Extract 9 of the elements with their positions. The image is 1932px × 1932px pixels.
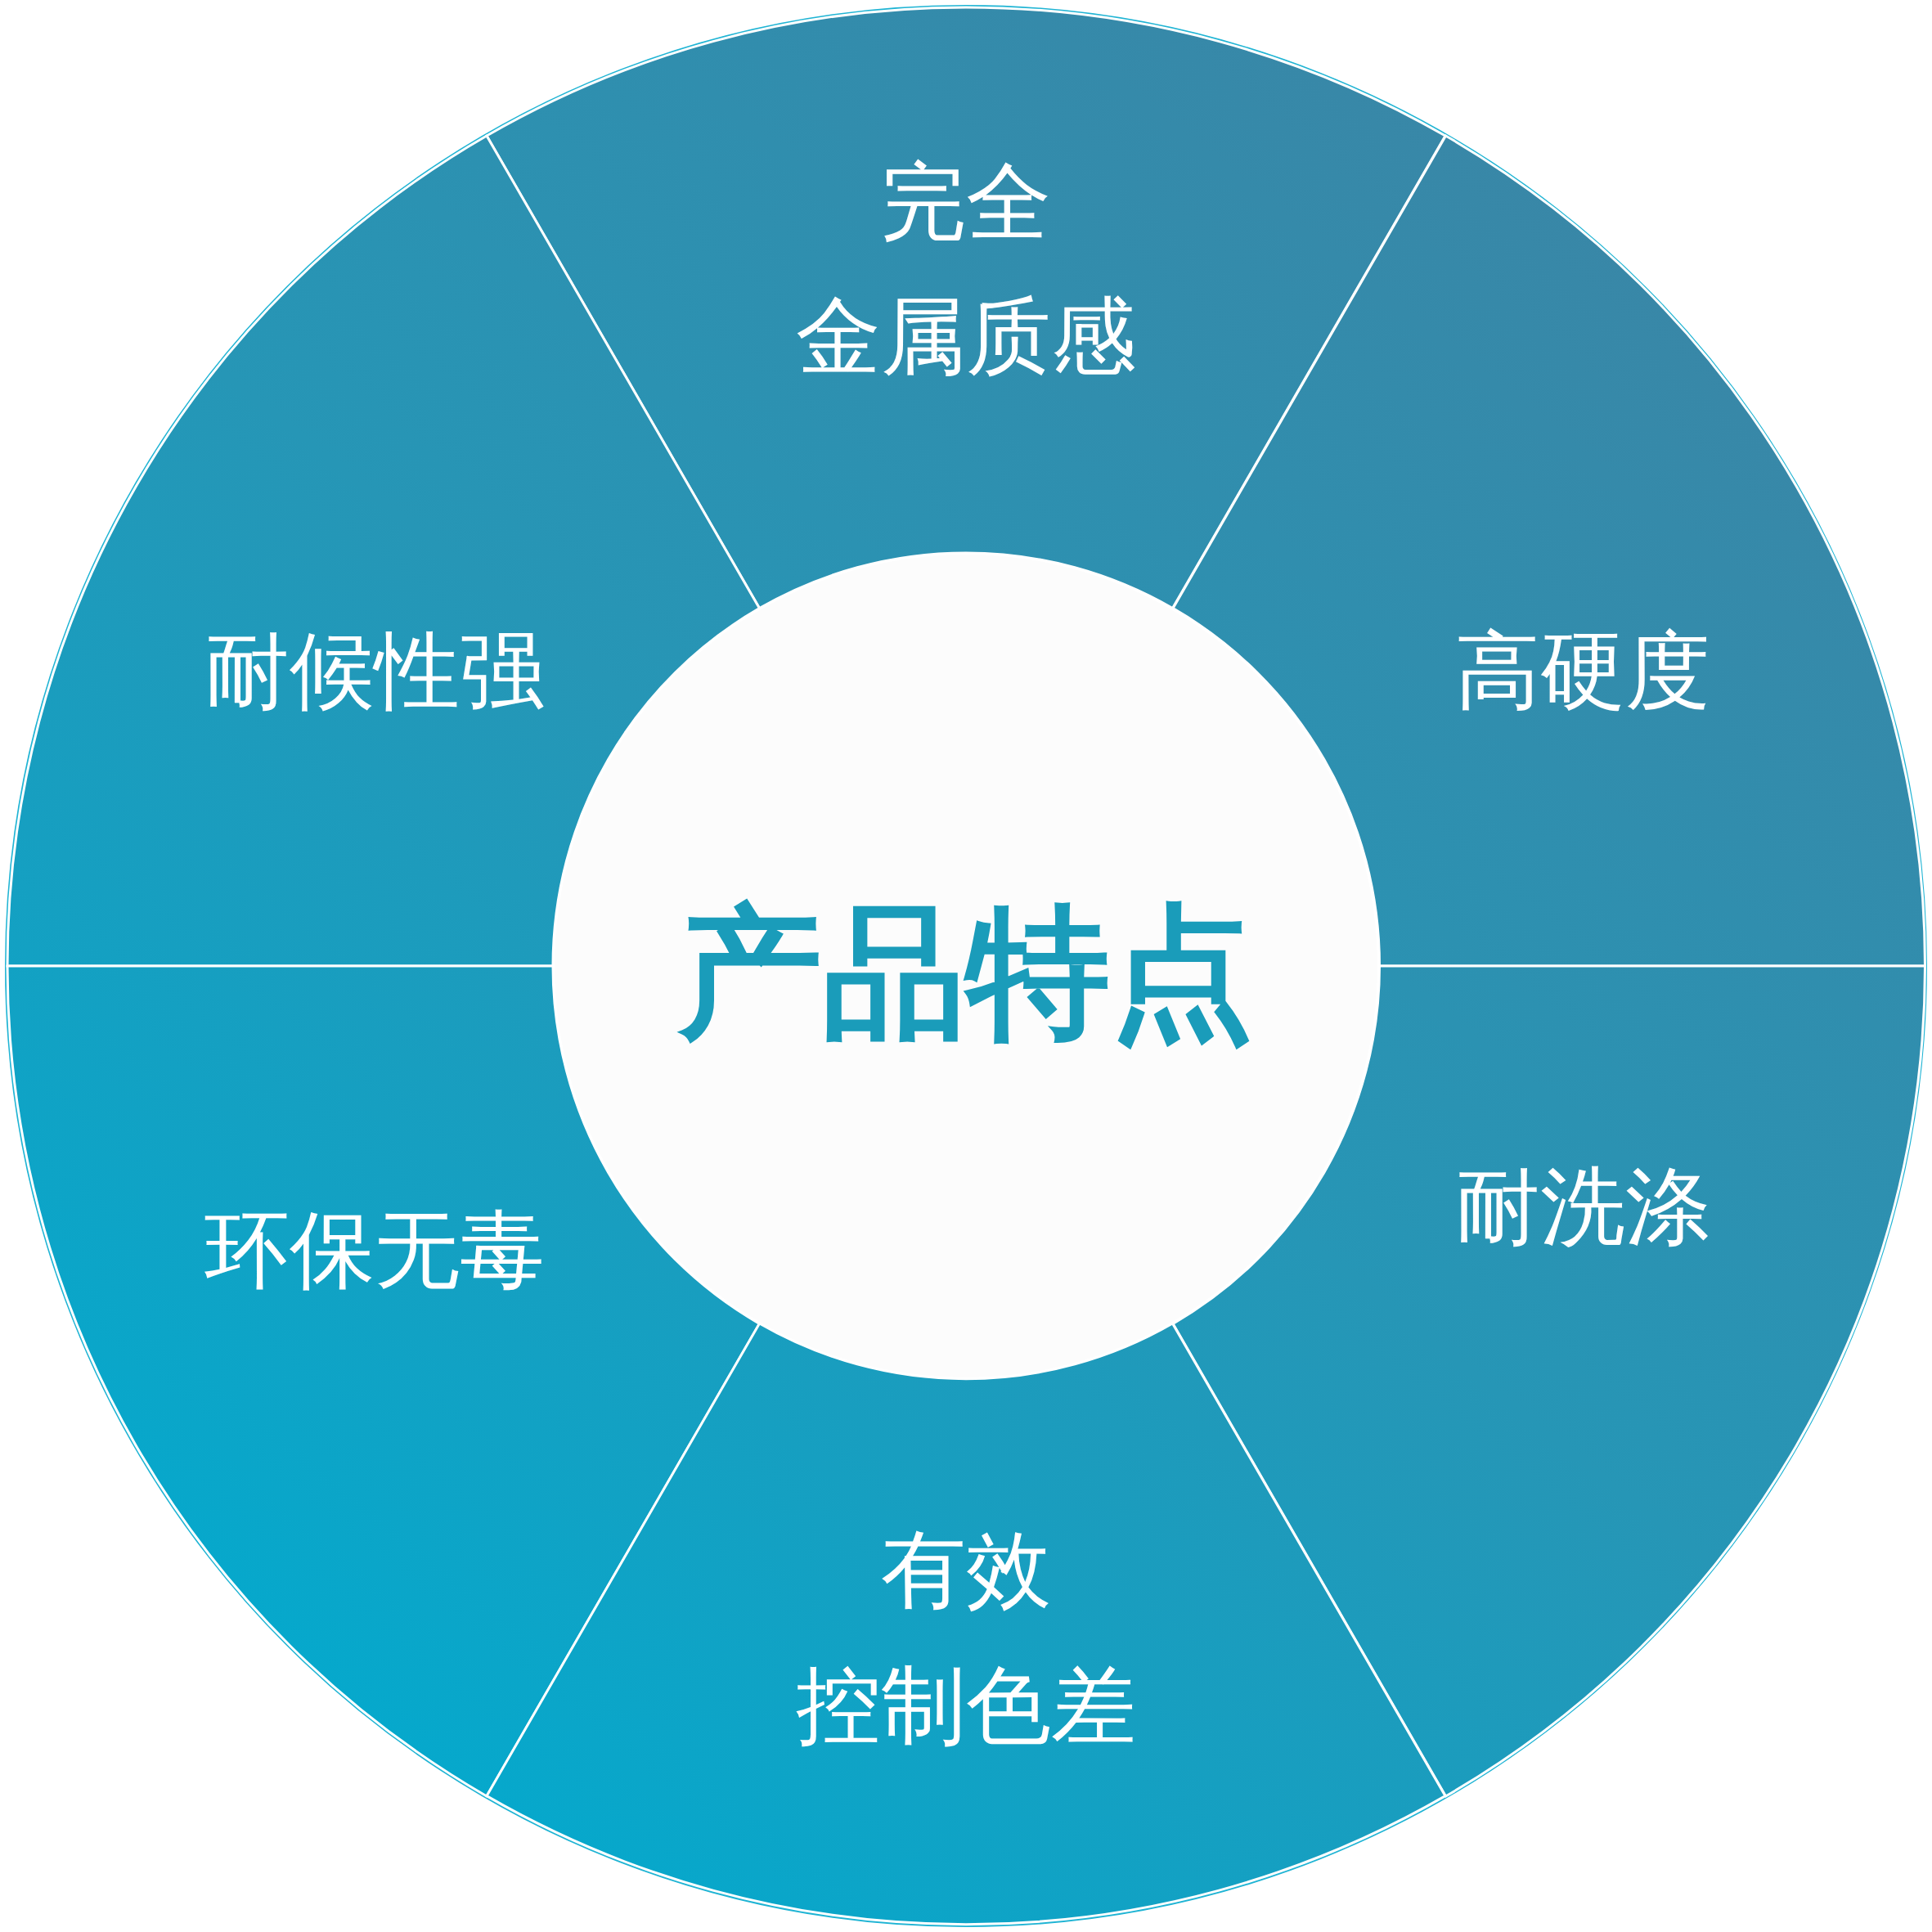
- feature-label: 金属质感: [796, 288, 1136, 386]
- feature-label: 控制色差: [796, 1657, 1136, 1755]
- center-title: 产品特点: [678, 890, 1254, 1057]
- feature-label: 环保无毒: [204, 1202, 545, 1300]
- feature-label: 耐候性强: [204, 622, 545, 721]
- feature-label: 有效: [881, 1521, 1051, 1620]
- feature-label: 耐洗涤: [1455, 1158, 1710, 1256]
- feature-label: 完全: [881, 154, 1051, 252]
- feature-label: 高硬度: [1455, 622, 1710, 721]
